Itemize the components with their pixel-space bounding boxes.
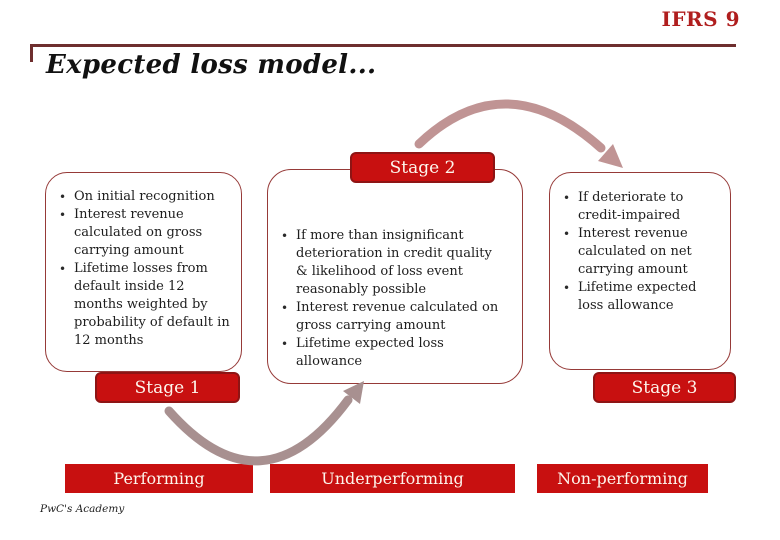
stage2-bullet-list: • If more than insignificant deterioratio… — [281, 227, 506, 371]
title-underline — [30, 44, 736, 47]
list-item: • Lifetime expected loss allowance — [563, 279, 722, 315]
bullet-icon: • — [281, 229, 289, 243]
bullet-text: Interest revenue calculated on gross car… — [74, 207, 203, 258]
arrow-stage1-to-stage2-head-icon — [343, 381, 364, 404]
bullet-text: Interest revenue calculated on gross car… — [296, 299, 499, 333]
stage2-label: Stage 2 — [350, 152, 495, 183]
title-corner-bracket — [30, 44, 33, 62]
bullet-icon: • — [281, 336, 289, 351]
list-item: • On initial recognition — [59, 188, 236, 206]
bullet-text: Lifetime losses from default inside 12 m… — [74, 260, 230, 348]
stage1-label: Stage 1 — [95, 372, 240, 403]
bullet-text: If more than insignificant deterioration… — [296, 228, 492, 297]
bullet-text: Interest revenue calculated on net carry… — [578, 225, 692, 277]
status-bar-performing: Performing — [65, 464, 253, 493]
list-item: • Interest revenue calculated on gross ca… — [281, 299, 506, 335]
stage3-label: Stage 3 — [593, 372, 736, 403]
list-item: • Lifetime losses from default inside 12 … — [59, 260, 236, 350]
stage1-bullet-list: • On initial recognition • Interest revenu… — [59, 188, 236, 350]
bullet-text: Lifetime expected loss allowance — [578, 279, 697, 313]
bullet-icon: • — [563, 280, 571, 295]
bullet-icon: • — [281, 300, 289, 315]
bullet-icon: • — [59, 190, 67, 204]
list-item: • Lifetime expected loss allowance — [281, 335, 506, 371]
arrow-stage2-to-stage3-head-icon — [598, 144, 623, 168]
arrow-stage2-to-stage3-icon — [414, 99, 606, 153]
status-bar-non-performing: Non-performing — [537, 464, 708, 493]
bullet-text: On initial recognition — [74, 189, 215, 204]
list-item: • If more than insignificant deterioratio… — [281, 227, 506, 299]
bullet-icon: • — [563, 191, 571, 205]
page-title: Expected loss model... — [46, 50, 377, 80]
stage2-box: • If more than insignificant deterioratio… — [267, 169, 523, 384]
list-item: • Interest revenue calculated on net carr… — [563, 225, 722, 279]
stage3-box: • If deteriorate to credit-impaired • Inte… — [549, 172, 731, 370]
bullet-icon: • — [563, 226, 571, 241]
list-item: • If deteriorate to credit-impaired — [563, 189, 722, 225]
footer-text: PwC's Academy — [40, 503, 125, 515]
bullet-icon: • — [59, 208, 67, 222]
status-bar-underperforming: Underperforming — [270, 464, 515, 493]
stage3-bullet-list: • If deteriorate to credit-impaired • Inte… — [563, 189, 722, 315]
bullet-text: If deteriorate to credit-impaired — [578, 190, 684, 223]
stage1-box: • On initial recognition • Interest revenu… — [45, 172, 242, 372]
bullet-text: Lifetime expected loss allowance — [296, 335, 444, 369]
bullet-icon: • — [59, 261, 67, 276]
list-item: • Interest revenue calculated on gross ca… — [59, 206, 236, 260]
arrow-stage1-to-stage2-icon — [164, 395, 353, 466]
brand-text: IFRS 9 — [661, 7, 740, 31]
